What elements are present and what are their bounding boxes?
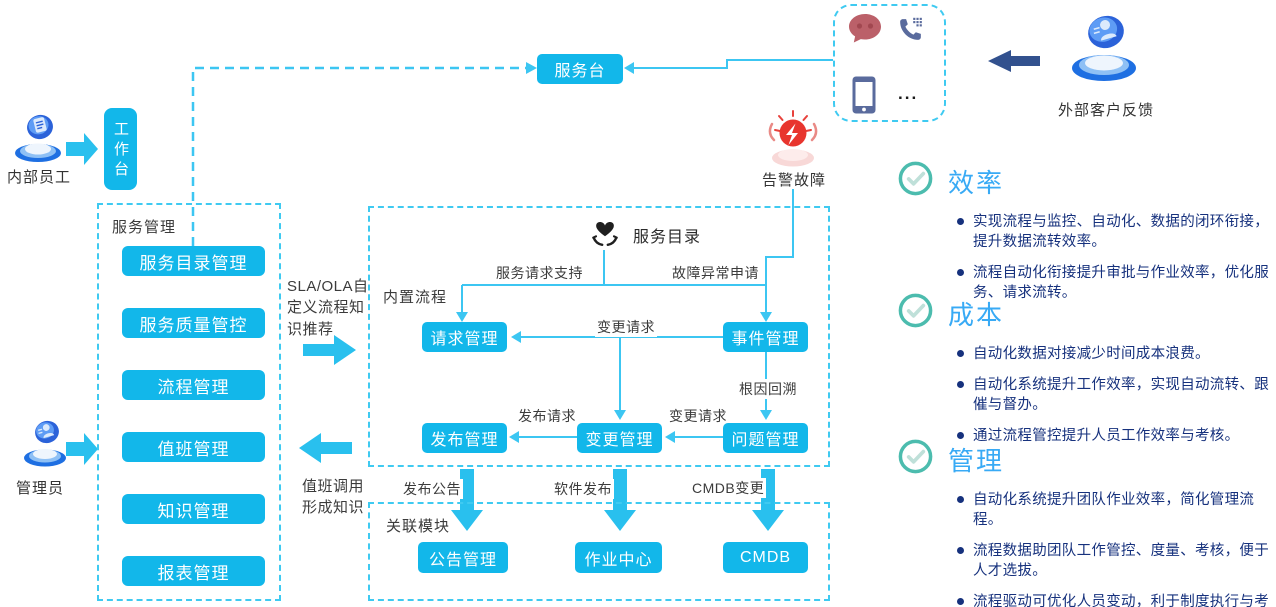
- arrow-admin-to-servicemgmt: [66, 433, 98, 465]
- bullet-dot: [957, 381, 964, 388]
- bullet-dot: [957, 598, 964, 605]
- duty-bridge-label: 值班调用形成知识: [302, 478, 365, 517]
- internal-staff-label: 内部员工: [6, 169, 71, 186]
- service-mgmt-title: 服务管理: [112, 219, 177, 236]
- mobile-icon: [852, 76, 876, 119]
- workbench-node: 工作台: [104, 108, 137, 190]
- node-report-mgmt: 报表管理: [122, 556, 265, 586]
- sla-bridge-label: SLA/OLA自定义流程知识推荐: [287, 278, 369, 338]
- external-feedback-label: 外部客户反馈: [1057, 102, 1154, 119]
- node-job-center: 作业中心: [575, 542, 662, 573]
- node-problem-mgmt: 问题管理: [723, 423, 808, 453]
- node-service-quality: 服务质量管控: [122, 308, 265, 338]
- node-duty-mgmt: 值班管理: [122, 432, 265, 462]
- node-announcement-mgmt: 公告管理: [418, 542, 508, 573]
- node-knowledge-mgmt: 知识管理: [122, 494, 265, 524]
- channels-box: [833, 4, 946, 122]
- admin-icon: [22, 415, 68, 467]
- service-catalog-label: 服务目录: [633, 229, 702, 246]
- benefit-point: 流程自动化衔接提升审批与作业效率，优化服务、请求流转。: [957, 263, 1275, 303]
- arrowhead-servicedesk-left: [526, 62, 537, 74]
- workbench-label: 工作台: [112, 121, 129, 181]
- bullet-dot: [957, 350, 964, 357]
- benefit-section-efficiency: 效率 实现流程与监控、自动化、数据的闭环衔接，提升数据流转效率。 流程自动化衔接…: [897, 160, 1275, 314]
- check-circle-icon: [897, 292, 934, 334]
- arrow-internal-to-workbench: [66, 133, 98, 165]
- edge-label-root-cause: 根因回溯: [737, 379, 799, 399]
- benefit-point: 实现流程与监控、自动化、数据的闭环衔接，提升数据流转效率。: [957, 212, 1275, 252]
- edge-label-software-release: 软件发布: [552, 479, 614, 499]
- edge-label-fault-apply: 故障异常申请: [670, 263, 761, 283]
- edge-label-service-request: 服务请求支持: [494, 263, 585, 283]
- edge-label-cmdb-change: CMDB变更: [690, 478, 767, 498]
- bullet-dot: [957, 496, 964, 503]
- benefit-point: 自动化数据对接减少时间成本浪费。: [957, 344, 1275, 364]
- benefit-point: 自动化系统提升团队作业效率，简化管理流程。: [957, 490, 1275, 530]
- benefit-title-management: 管理: [948, 445, 1005, 476]
- bullet-dot: [957, 269, 964, 276]
- bullet-dot: [957, 432, 964, 439]
- edge-label-change-request-bottom: 变更请求: [667, 406, 729, 426]
- edge-label-change-request-top: 变更请求: [595, 317, 657, 337]
- edge-label-release-request: 发布请求: [516, 406, 578, 426]
- edge-label-publish-announce: 发布公告: [401, 479, 463, 499]
- related-modules-title: 关联模块: [386, 518, 451, 535]
- benefit-point: 流程数据助团队工作管控、度量、考核，便于人才选拔。: [957, 541, 1275, 581]
- builtin-process-title: 内置流程: [383, 289, 448, 306]
- arrowhead-servicedesk-right: [624, 62, 634, 74]
- related-modules-box: [368, 502, 830, 601]
- benefit-title-cost: 成本: [948, 299, 1005, 330]
- benefit-section-cost: 成本 自动化数据对接减少时间成本浪费。 自动化系统提升工作效率，实现自动流转、跟…: [897, 292, 1275, 457]
- external-feedback-icon: [1070, 6, 1138, 82]
- channels-more: ...: [898, 84, 919, 103]
- builtin-process-box: [368, 206, 830, 467]
- node-cmdb: CMDB: [723, 542, 808, 573]
- node-request-mgmt: 请求管理: [422, 322, 507, 352]
- arrow-duty-left: [299, 433, 352, 463]
- admin-label: 管理员: [15, 480, 64, 497]
- node-change-mgmt: 变更管理: [577, 423, 662, 453]
- benefit-point: 通过流程管控提升人员工作效率与考核。: [957, 426, 1275, 446]
- service-mgmt-box: [97, 203, 281, 601]
- phone-icon: [897, 16, 924, 48]
- bullet-dot: [957, 218, 964, 225]
- internal-staff-icon: [13, 107, 63, 163]
- benefit-title-efficiency: 效率: [948, 167, 1005, 198]
- node-release-mgmt: 发布管理: [422, 423, 507, 453]
- service-catalog-icon: [588, 216, 622, 255]
- bullet-dot: [957, 547, 964, 554]
- edge-comms-to-servicedesk: [634, 59, 833, 69]
- check-circle-icon: [897, 438, 934, 480]
- benefit-section-management: 管理 自动化系统提升团队作业效率，简化管理流程。 流程数据助团队工作管控、度量、…: [897, 438, 1275, 607]
- benefit-point: 自动化系统提升工作效率，实现自动流转、跟催与督办。: [957, 375, 1275, 415]
- alarm-fault-label: 告警故障: [761, 172, 826, 189]
- benefit-point: 流程驱动可优化人员变动，利于制度执行与考核。: [957, 592, 1275, 607]
- node-incident-mgmt: 事件管理: [723, 322, 808, 352]
- arrow-external-to-comms: [988, 50, 1040, 72]
- node-service-catalog-mgmt: 服务目录管理: [122, 246, 265, 276]
- chat-icon: [847, 13, 883, 50]
- check-circle-icon: [897, 160, 934, 202]
- service-desk-node: 服务台: [537, 54, 623, 84]
- alarm-fault-icon: [764, 106, 822, 168]
- node-process-mgmt: 流程管理: [122, 370, 265, 400]
